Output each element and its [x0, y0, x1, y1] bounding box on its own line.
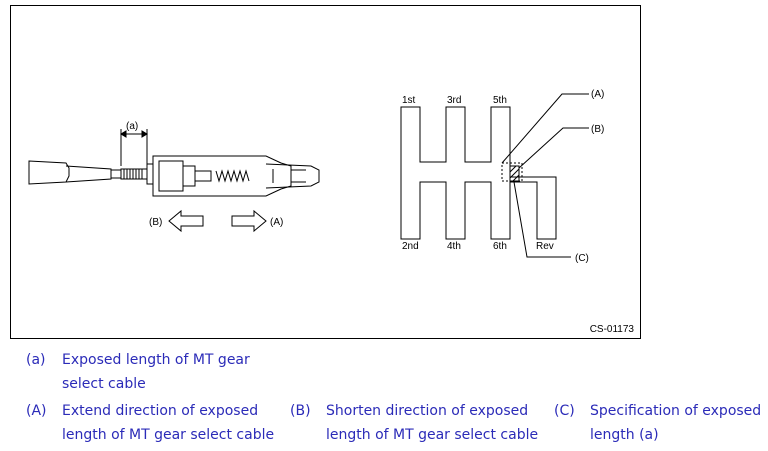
legend-key: (C) — [554, 403, 575, 419]
legend-line: length (a) — [590, 427, 659, 443]
callout-B: (B) — [591, 124, 604, 135]
callout-A: (A) — [591, 89, 604, 100]
gear-label-3rd: 3rd — [447, 95, 461, 106]
gear-label-2nd: 2nd — [402, 241, 419, 252]
legend-item-B: (B) Shorten direction of exposed length … — [290, 399, 550, 447]
legend-text: Exposed length of MT gear select cable — [62, 348, 250, 396]
legend-key: (B) — [290, 403, 311, 419]
callout-C: (C) — [575, 253, 589, 264]
legend-text: Specification of exposed length (a) — [590, 399, 761, 447]
legend-line: Exposed length of MT gear — [62, 352, 250, 368]
legend-key: (A) — [26, 403, 47, 419]
gear-label-4th: 4th — [447, 241, 461, 252]
gear-label-rev: Rev — [536, 241, 554, 252]
legend-line: Specification of exposed — [590, 403, 762, 419]
figure-code: CS-01173 — [589, 324, 634, 335]
callout-arrow-b: (B) — [149, 217, 162, 228]
legend-text: Shorten direction of exposed length of M… — [326, 399, 538, 447]
legend-line: length of MT gear select cable — [326, 427, 539, 443]
legend-line: select cable — [62, 376, 146, 392]
shorten-arrow — [168, 209, 204, 233]
leader-lines — [501, 93, 589, 258]
gear-label-6th: 6th — [493, 241, 507, 252]
hatched-area — [509, 165, 520, 182]
callout-arrow-a: (A) — [270, 217, 283, 228]
legend-item-A: (A) Extend direction of exposed length o… — [26, 399, 286, 447]
figure-frame: (a) (B) (A) (A) (B) (C) 1st 3rd — [10, 5, 641, 339]
dimension-a — [120, 129, 148, 166]
cable-diagram: (a) (B) (A) (A) (B) (C) 1st 3rd — [28, 89, 604, 264]
extend-arrow — [231, 209, 267, 233]
callout-a: (a) — [126, 121, 138, 132]
shift-pattern — [400, 106, 557, 240]
gear-label-5th: 5th — [493, 95, 507, 106]
legend-item-C: (C) Specification of exposed length (a) — [554, 399, 766, 447]
legend-line: length of MT gear select cable — [62, 427, 275, 443]
legend-line: Shorten direction of exposed — [326, 403, 529, 419]
legend-line: Extend direction of exposed — [62, 403, 259, 419]
legend-key: (a) — [26, 352, 46, 368]
gear-label-1st: 1st — [402, 95, 416, 106]
cable-assembly — [28, 155, 320, 197]
legend-text: Extend direction of exposed length of MT… — [62, 399, 274, 447]
legend-item-a: (a) Exposed length of MT gear select cab… — [26, 348, 276, 396]
